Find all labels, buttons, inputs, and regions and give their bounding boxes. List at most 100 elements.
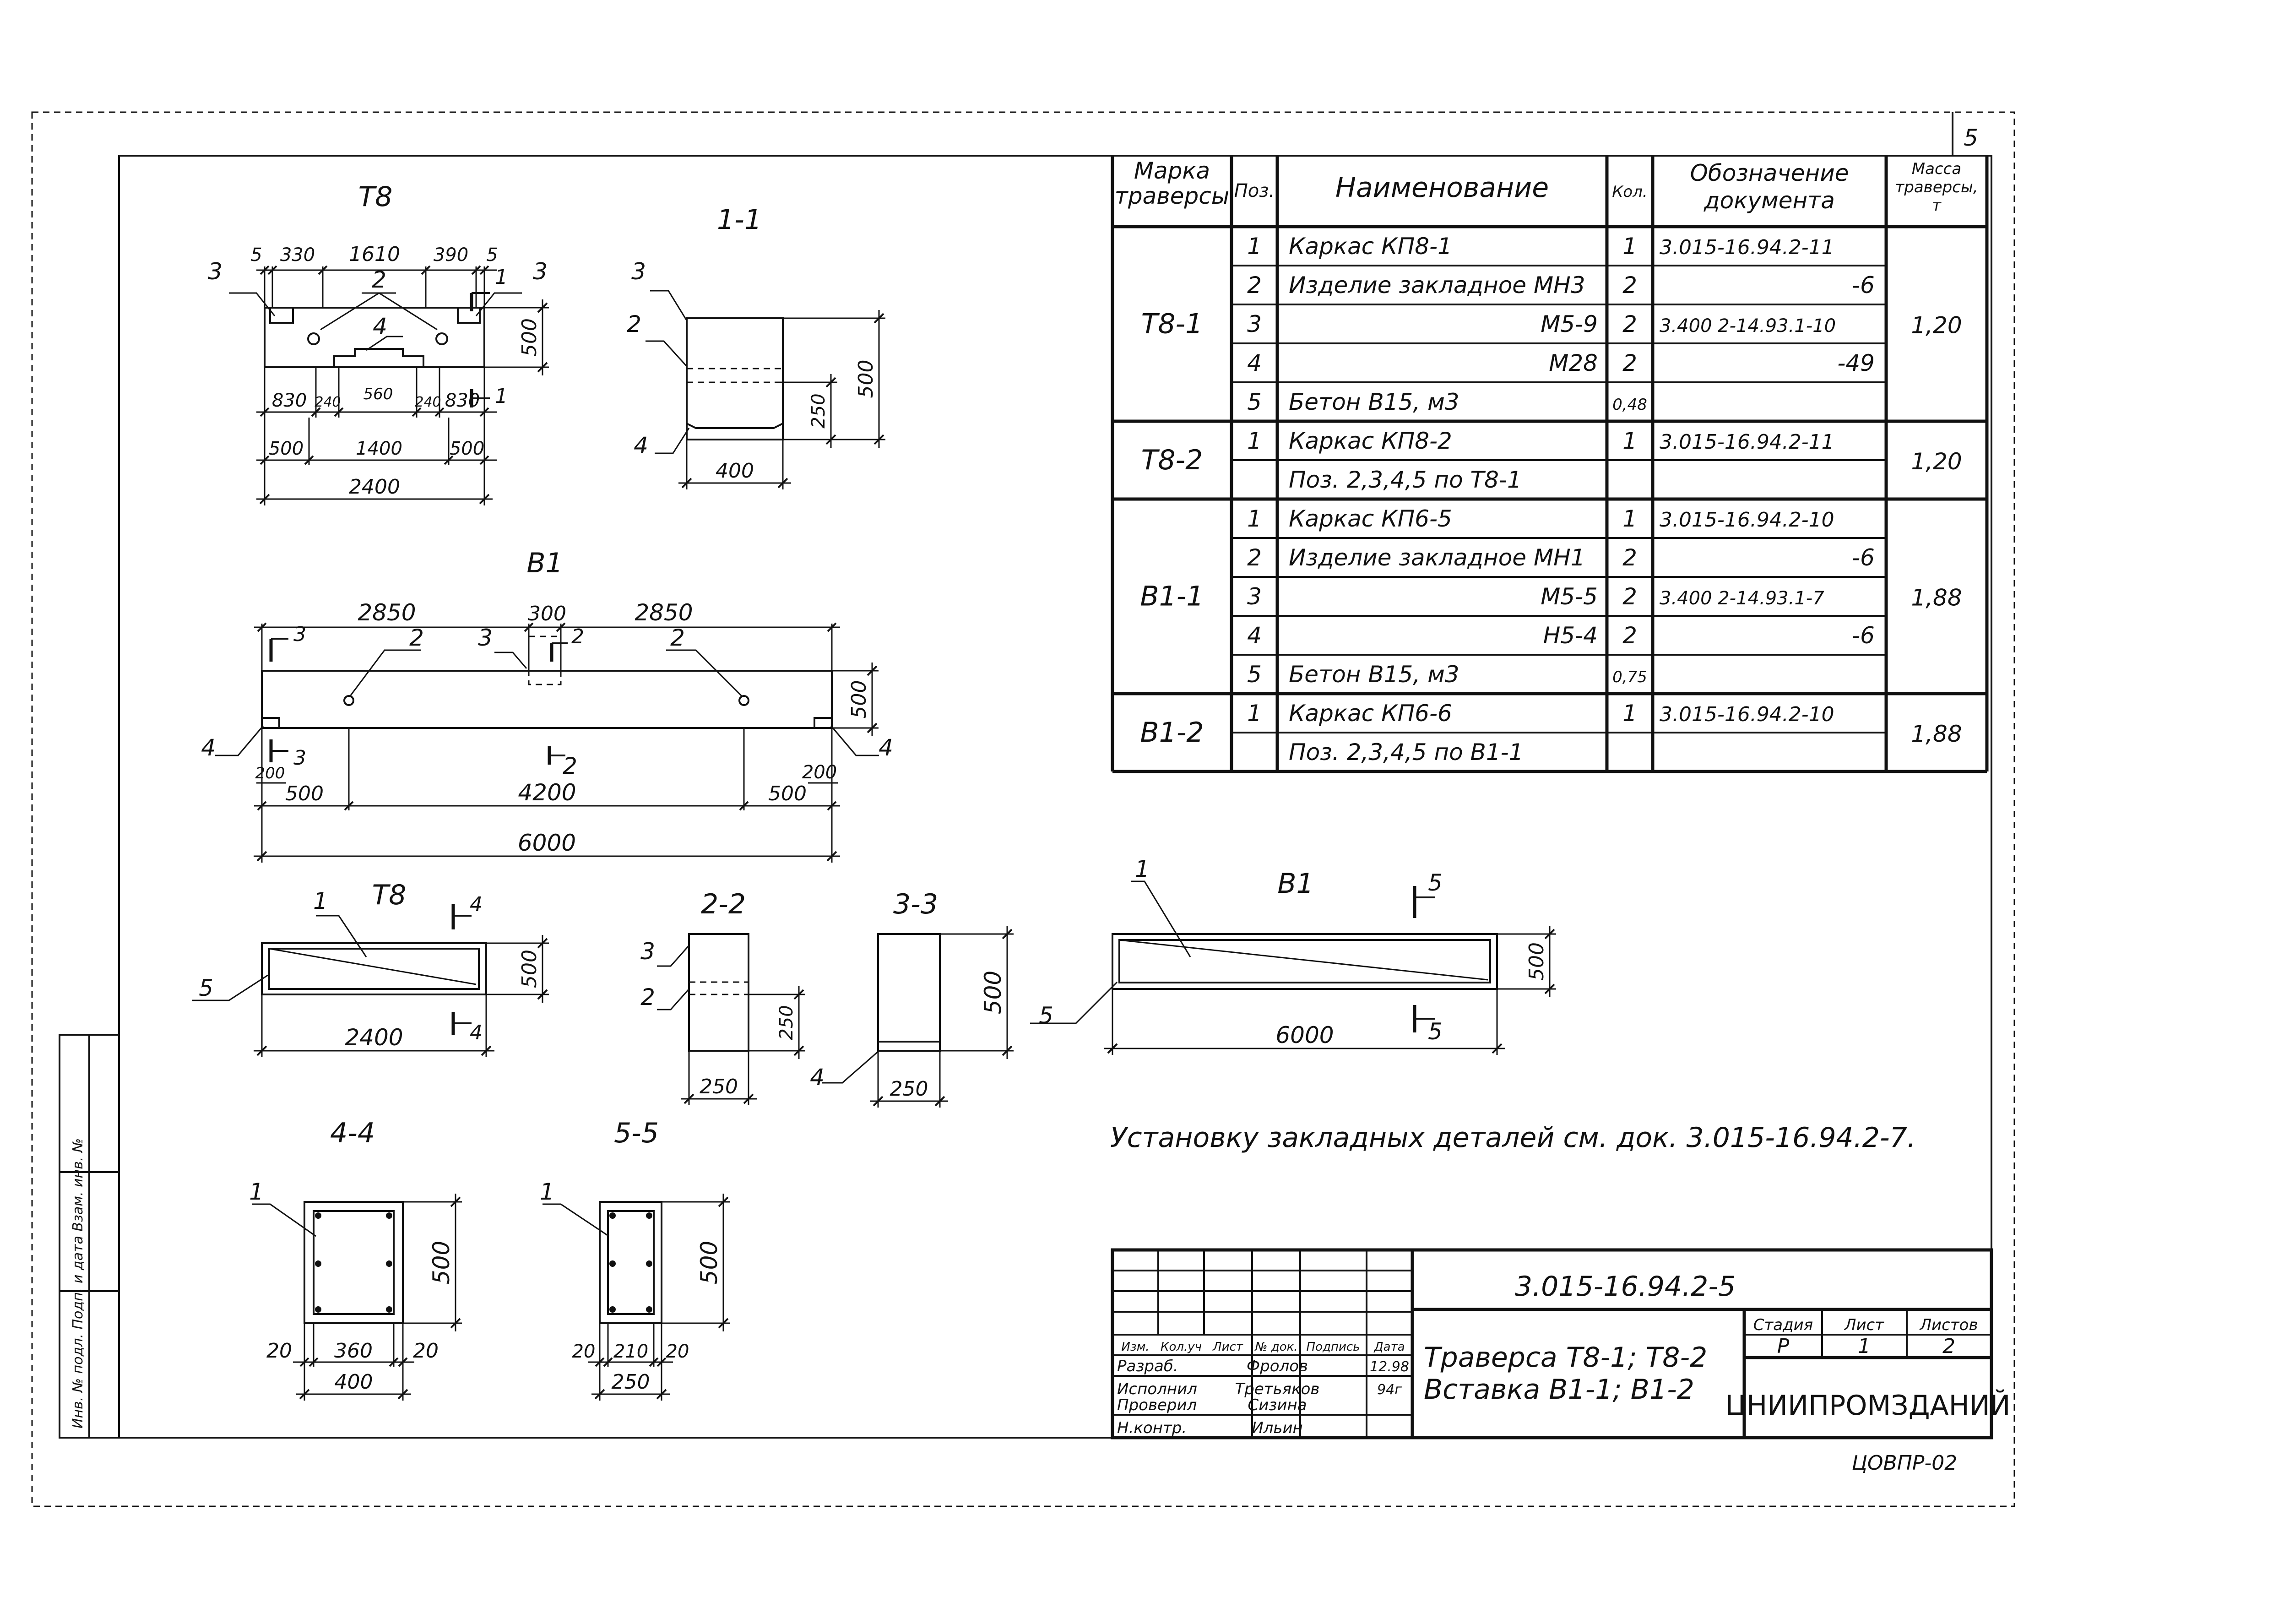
table-cell-pos: 5 <box>1247 389 1262 415</box>
position-label: 1 <box>1135 856 1150 882</box>
leader-line <box>192 974 268 1001</box>
dimension-tick <box>827 801 837 811</box>
note-text: Установку закладных деталей см. док. 3.0… <box>1110 1122 1916 1154</box>
beam-outline <box>261 670 833 729</box>
view-title: В1 <box>526 547 563 579</box>
dim-value: 500 <box>854 360 878 398</box>
position-label: 4 <box>634 432 648 459</box>
dim-value: 500 <box>269 438 304 459</box>
dim-value: 500 <box>518 318 541 357</box>
table-cell-mass: 1,88 <box>1911 721 1962 747</box>
dimension-tick <box>344 801 354 811</box>
section-cut-label: 3 <box>293 623 306 646</box>
title-block-sheets: 2 <box>1942 1335 1955 1358</box>
table-cell-name: М5-5 <box>1541 583 1598 610</box>
bottom-plate <box>686 423 783 429</box>
table-cell-mark: В1-2 <box>1140 717 1204 749</box>
dim-value: 240 <box>315 394 341 410</box>
leader-line <box>229 292 276 316</box>
title-block-label: Стадия <box>1753 1316 1813 1334</box>
table-cell-qty: 2 <box>1622 544 1637 571</box>
dim-value: 500 <box>450 438 484 459</box>
table-cell-doc: -6 <box>1852 622 1875 649</box>
archive-number: ЦОВПР-02 <box>1852 1451 1957 1475</box>
table-cell-mark: В1-1 <box>1140 581 1204 613</box>
leader-line <box>822 1050 879 1084</box>
organization-name: ЦНИИПРОМЗДАНИЙ <box>1725 1389 2010 1422</box>
stirrup-outline <box>607 1210 655 1315</box>
dimension-tick <box>257 801 267 811</box>
position-label: 1 <box>313 888 328 914</box>
dimension-tick <box>479 407 489 417</box>
leader-line <box>1030 981 1118 1024</box>
dimension-tick <box>334 407 344 417</box>
section-outline <box>688 933 749 1052</box>
lifting-hole <box>738 695 749 706</box>
position-label: 3 <box>208 258 222 285</box>
table-cell-pos: 4 <box>1247 622 1262 649</box>
dimension-tick <box>398 1357 408 1367</box>
table-cell-mass: 1,20 <box>1911 448 1962 475</box>
table-header: траверсы, <box>1895 178 1978 196</box>
table-cell-pos: 3 <box>1247 583 1262 610</box>
table-cell-name: Бетон В15, м3 <box>1289 661 1459 688</box>
dim-value: 500 <box>847 680 871 719</box>
leader-line <box>655 428 690 454</box>
dim-value: 500 <box>1525 942 1548 981</box>
dim-value: 560 <box>363 385 393 403</box>
title-block-head: Изм. <box>1121 1340 1149 1354</box>
table-cell-pos: 2 <box>1247 272 1262 299</box>
table-cell-name: Изделие закладное МН3 <box>1289 272 1585 299</box>
dimension-tick <box>421 265 431 275</box>
lifting-hole <box>435 332 448 345</box>
table-cell-pos: 1 <box>1247 505 1262 532</box>
title-block-name: Фролов <box>1247 1357 1308 1375</box>
end-plate <box>814 717 833 728</box>
table-cell-qty: 1 <box>1622 428 1637 454</box>
dim-value: 250 <box>612 1370 650 1394</box>
section-cut-label: 2 <box>571 625 584 648</box>
title-block-sheet: 1 <box>1858 1335 1871 1358</box>
leader-line <box>1131 880 1191 957</box>
dimension-tick <box>471 265 481 275</box>
view-title: 2-2 <box>701 888 746 920</box>
table-cell-doc: 3.015-16.94.2-11 <box>1660 236 1834 259</box>
dimension-tick <box>739 801 749 811</box>
section-outline <box>686 317 784 440</box>
table-cell-qty: 0,48 <box>1612 396 1647 414</box>
table-header: Марка <box>1134 158 1210 184</box>
table-cell-name: Бетон В15, м3 <box>1289 389 1459 415</box>
beam-outline <box>261 942 487 995</box>
section-outline <box>304 1201 404 1324</box>
leader-line <box>543 1203 609 1237</box>
dim-value: 4200 <box>518 779 576 806</box>
view-title: 4-4 <box>330 1117 375 1149</box>
drawing-title: Вставка В1-1; В1-2 <box>1424 1374 1694 1406</box>
dim-value: 5 <box>250 244 262 266</box>
table-header: Поз. <box>1234 180 1275 201</box>
dim-value: 500 <box>980 971 1006 1014</box>
dim-value: 20 <box>413 1339 439 1363</box>
table-cell-pos: 4 <box>1247 350 1262 376</box>
rebar-dot <box>386 1306 392 1313</box>
dimension-tick <box>260 407 270 417</box>
dimension-tick <box>649 1357 659 1367</box>
table-cell-name: М28 <box>1549 350 1598 376</box>
beam-outline <box>1112 933 1498 990</box>
table-cell-pos: 1 <box>1247 233 1262 260</box>
dim-value: 6000 <box>518 830 576 856</box>
table-header: т <box>1932 196 1942 215</box>
dim-value: 250 <box>808 393 829 428</box>
table-cell-name: Каркас КП8-2 <box>1289 428 1452 454</box>
table-cell-name: Каркас КП8-1 <box>1289 233 1452 260</box>
lifting-hole <box>307 332 320 345</box>
table-cell-qty: 2 <box>1622 622 1637 649</box>
section-cut-label: 3 <box>293 746 306 770</box>
position-label: 1 <box>540 1179 554 1205</box>
table-cell-qty: 2 <box>1622 311 1637 337</box>
embedded-plate <box>269 308 294 324</box>
